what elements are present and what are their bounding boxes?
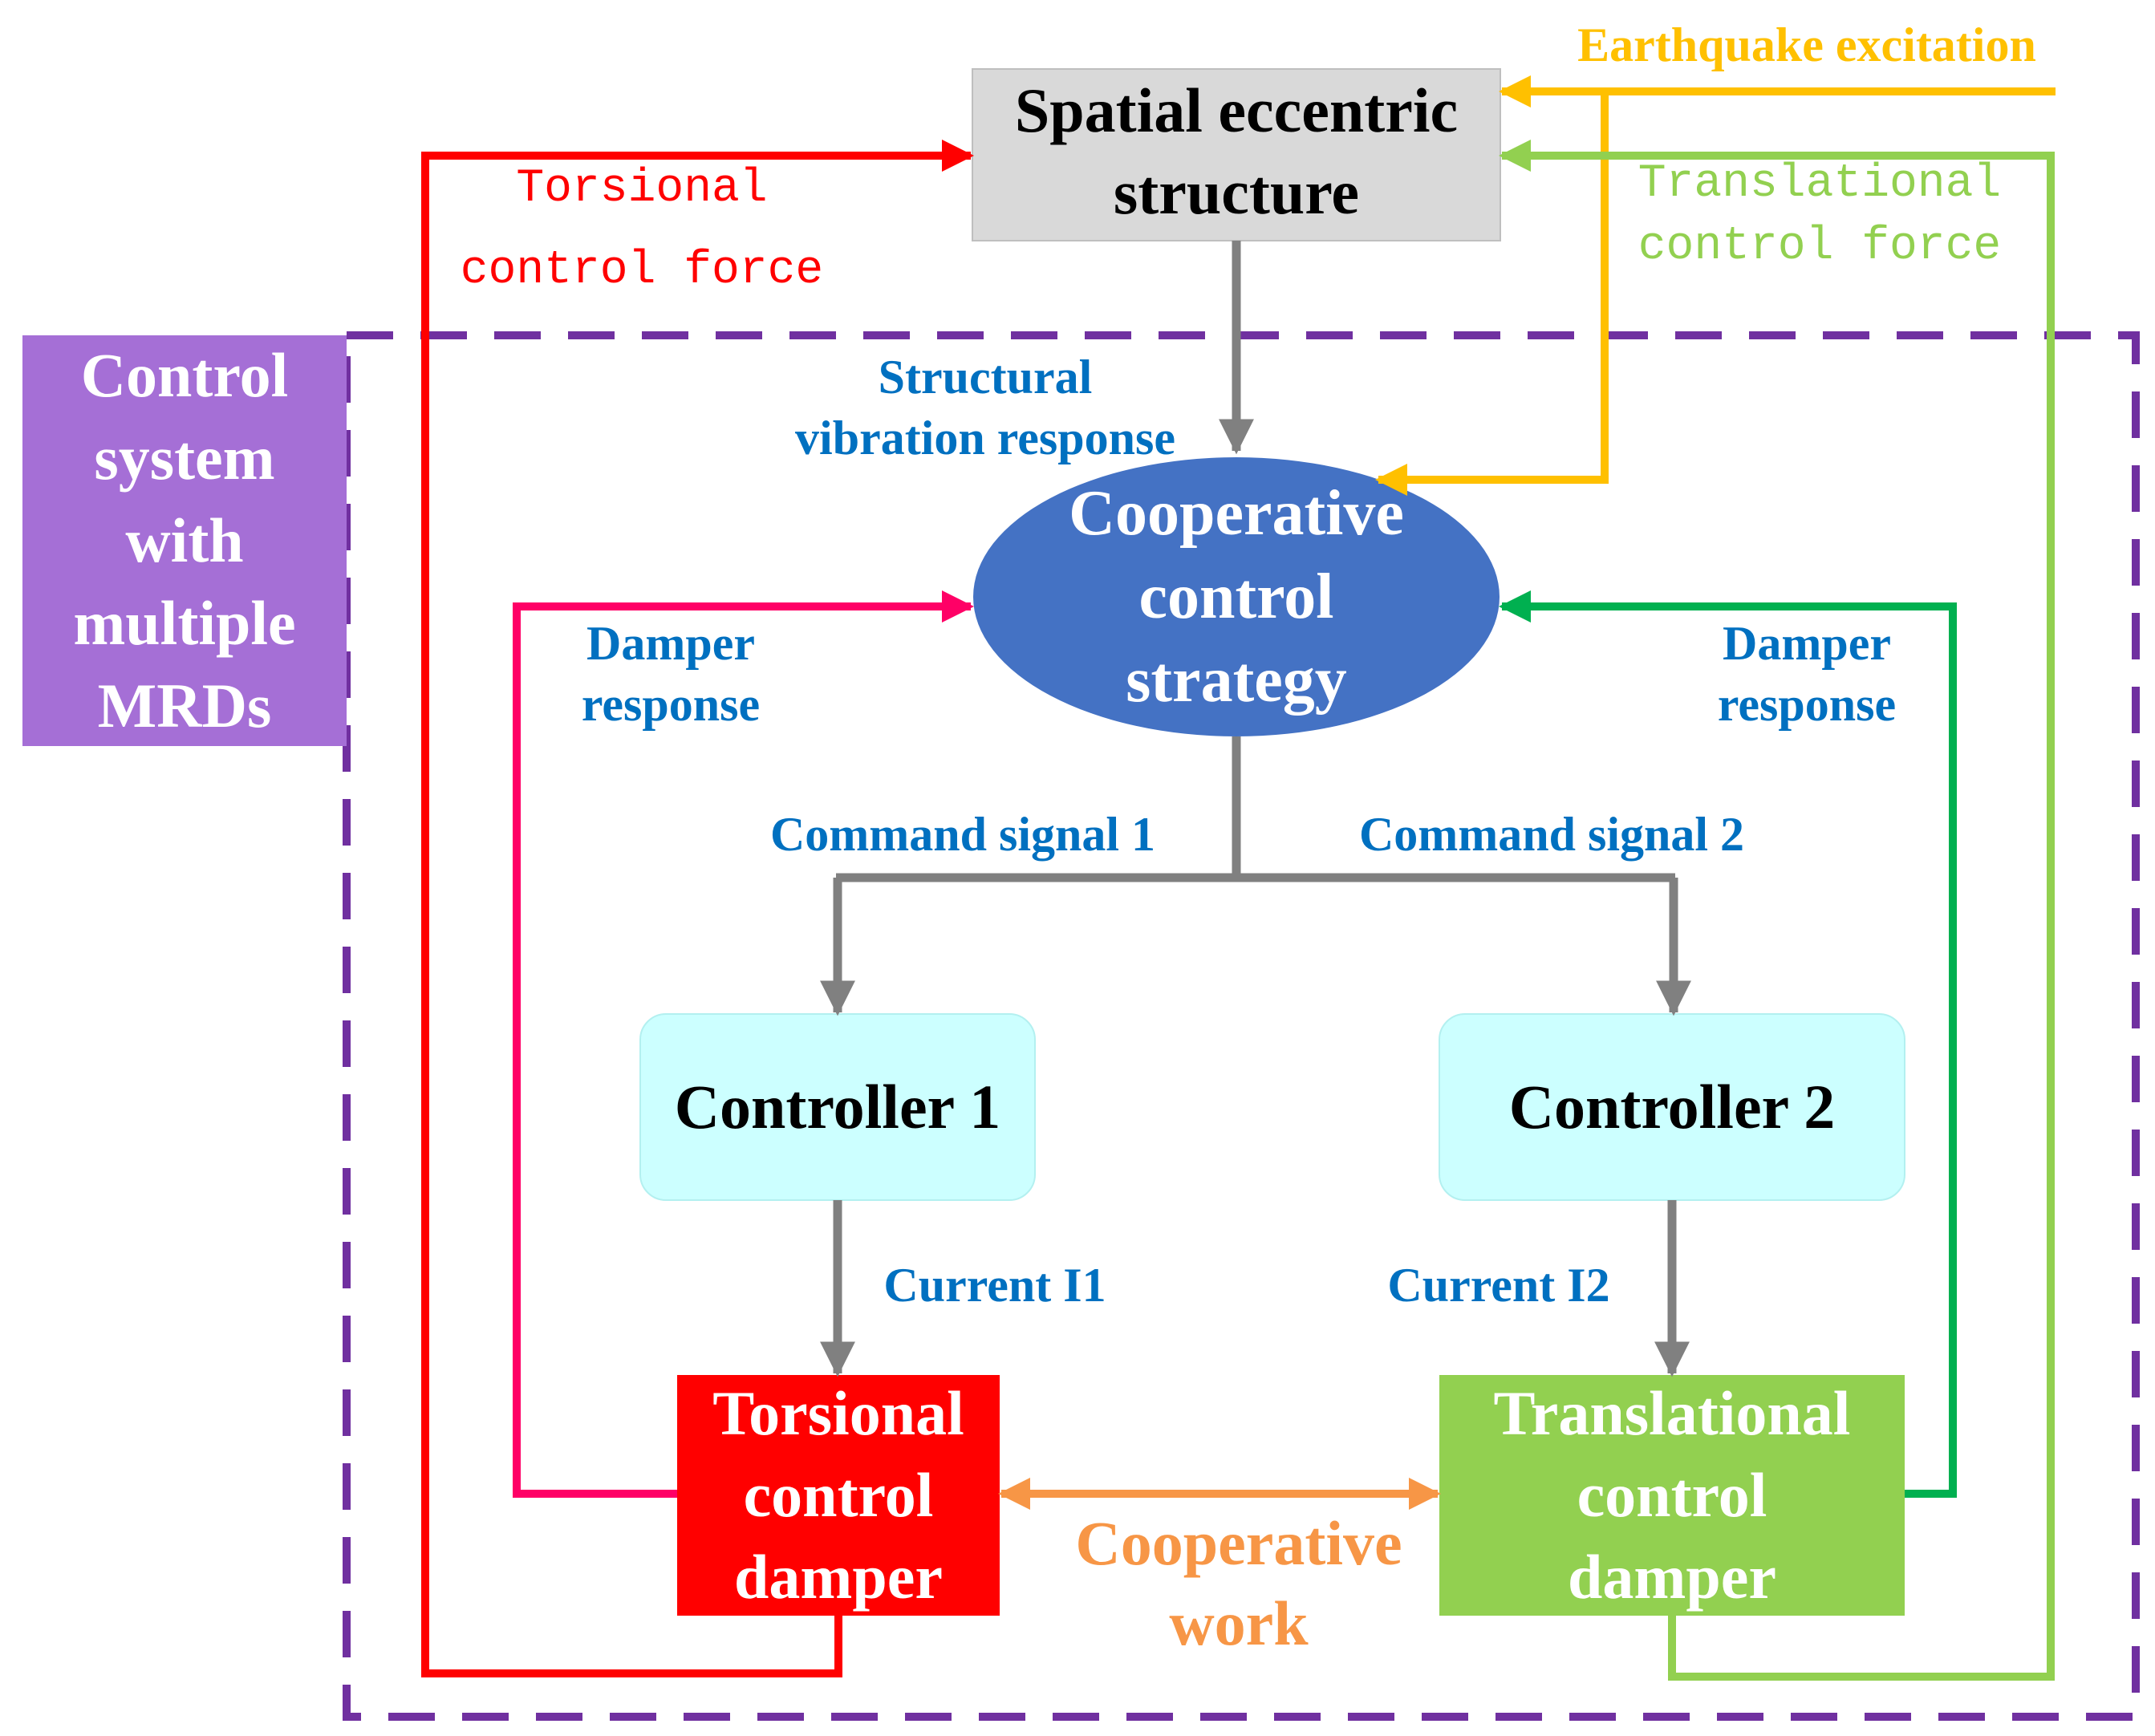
spatial-eccentric-structure-label-line-1: Spatial eccentric — [1015, 75, 1458, 145]
translational-control-force-label-line-1: Translational — [1638, 158, 2001, 210]
translational-control-damper-label: Translational control damper — [1494, 1378, 1851, 1612]
translational-control-force-label-line-2: control force — [1638, 221, 2001, 273]
structural-vibration-response-label-line-1: Structural — [879, 351, 1093, 404]
earthquake-to-strategy-arrow — [1375, 91, 1609, 496]
structural-vibration-response-label: Structural vibration response — [795, 351, 1175, 464]
control-system-label-line-1: Control — [81, 340, 289, 410]
cooperative-control-strategy-label-line-2: control — [1139, 562, 1334, 632]
current-1-label-line-1: Current I1 — [883, 1259, 1106, 1312]
current-2-label: Current I2 — [1387, 1259, 1609, 1312]
controller-1-label: Controller 1 — [675, 1072, 1001, 1142]
control-system-box — [22, 335, 347, 746]
command-signal-1-label-line-1: Command signal 1 — [770, 808, 1155, 861]
translational-control-damper-label-line-2: control — [1577, 1460, 1767, 1530]
earthquake-excitation-label: Earthquake excitation — [1577, 18, 2036, 71]
damper-response-right-arrow — [1499, 590, 1957, 1498]
torsional-control-force-arrow — [421, 140, 974, 1677]
damper-response-left-arrow — [513, 590, 974, 1498]
cooperative-control-strategy-label-line-1: Cooperative — [1069, 478, 1404, 549]
cooperative-work-label-line-1: Cooperative — [1075, 1508, 1402, 1578]
command-signal-2-label-line-1: Command signal 2 — [1359, 808, 1744, 861]
torsional-control-damper-box — [677, 1375, 1000, 1616]
cooperative-work-label-line-2: work — [1169, 1588, 1309, 1658]
control-system-label-line-3: with — [125, 505, 243, 575]
torsional-control-damper-label: Torsional control damper — [712, 1378, 964, 1612]
translational-control-force-label: Translational control force — [1638, 158, 2001, 273]
translational-control-damper-label-line-1: Translational — [1494, 1378, 1851, 1448]
earthquake-excitation-label-line-1: Earthquake excitation — [1577, 18, 2036, 71]
translational-control-force-arrow — [1499, 140, 2055, 1681]
damper-response-right-label-line-1: Damper — [1723, 617, 1891, 670]
control-system-label-line-2: system — [94, 423, 274, 493]
controller-1-label-line-1: Controller 1 — [675, 1072, 1001, 1142]
torsional-control-force-label-line-2: control force — [461, 245, 823, 297]
control-system-boundary — [343, 331, 2140, 1721]
torsional-control-damper-label-line-1: Torsional — [712, 1378, 964, 1448]
cooperative-control-strategy-node — [973, 457, 1500, 736]
current-1-label: Current I1 — [883, 1259, 1106, 1312]
translational-control-damper-label-line-3: damper — [1568, 1542, 1776, 1612]
damper-response-right-label-line-2: response — [1718, 678, 1896, 731]
cooperative-control-strategy-label-line-3: strategy — [1126, 645, 1346, 716]
control-system-label-line-5: MRDs — [98, 671, 272, 740]
spatial-eccentric-structure-label-line-2: structure — [1114, 157, 1359, 227]
controller-2-label: Controller 2 — [1509, 1072, 1836, 1142]
torsional-control-force-label: Torsional control force — [461, 163, 823, 297]
cooperative-control-strategy-label: Cooperative control strategy — [1069, 478, 1404, 716]
command-signal-2-label: Command signal 2 — [1359, 808, 1744, 861]
torsional-control-force-label-line-1: Torsional — [516, 163, 767, 215]
command-signal-1-label: Command signal 1 — [770, 808, 1155, 861]
structural-vibration-response-label-line-2: vibration response — [795, 412, 1175, 464]
damper-response-left-label-line-2: response — [582, 678, 760, 731]
damper-response-right-label: Damper response — [1718, 617, 1896, 731]
cooperative-work-label: Cooperative work — [1075, 1508, 1402, 1658]
damper-response-left-label-line-1: Damper — [586, 617, 755, 670]
control-system-label-line-4: multiple — [73, 588, 295, 658]
torsional-control-damper-label-line-3: damper — [734, 1542, 943, 1612]
spatial-eccentric-structure-label: Spatial eccentric structure — [1015, 75, 1458, 227]
translational-control-damper-box — [1439, 1375, 1905, 1616]
strategy-to-branch-line — [836, 736, 1675, 882]
current-2-label-line-1: Current I2 — [1387, 1259, 1609, 1312]
torsional-control-damper-label-line-2: control — [744, 1460, 934, 1530]
damper-response-left-label: Damper response — [582, 617, 760, 731]
controller-2-label-line-1: Controller 2 — [1509, 1072, 1836, 1142]
